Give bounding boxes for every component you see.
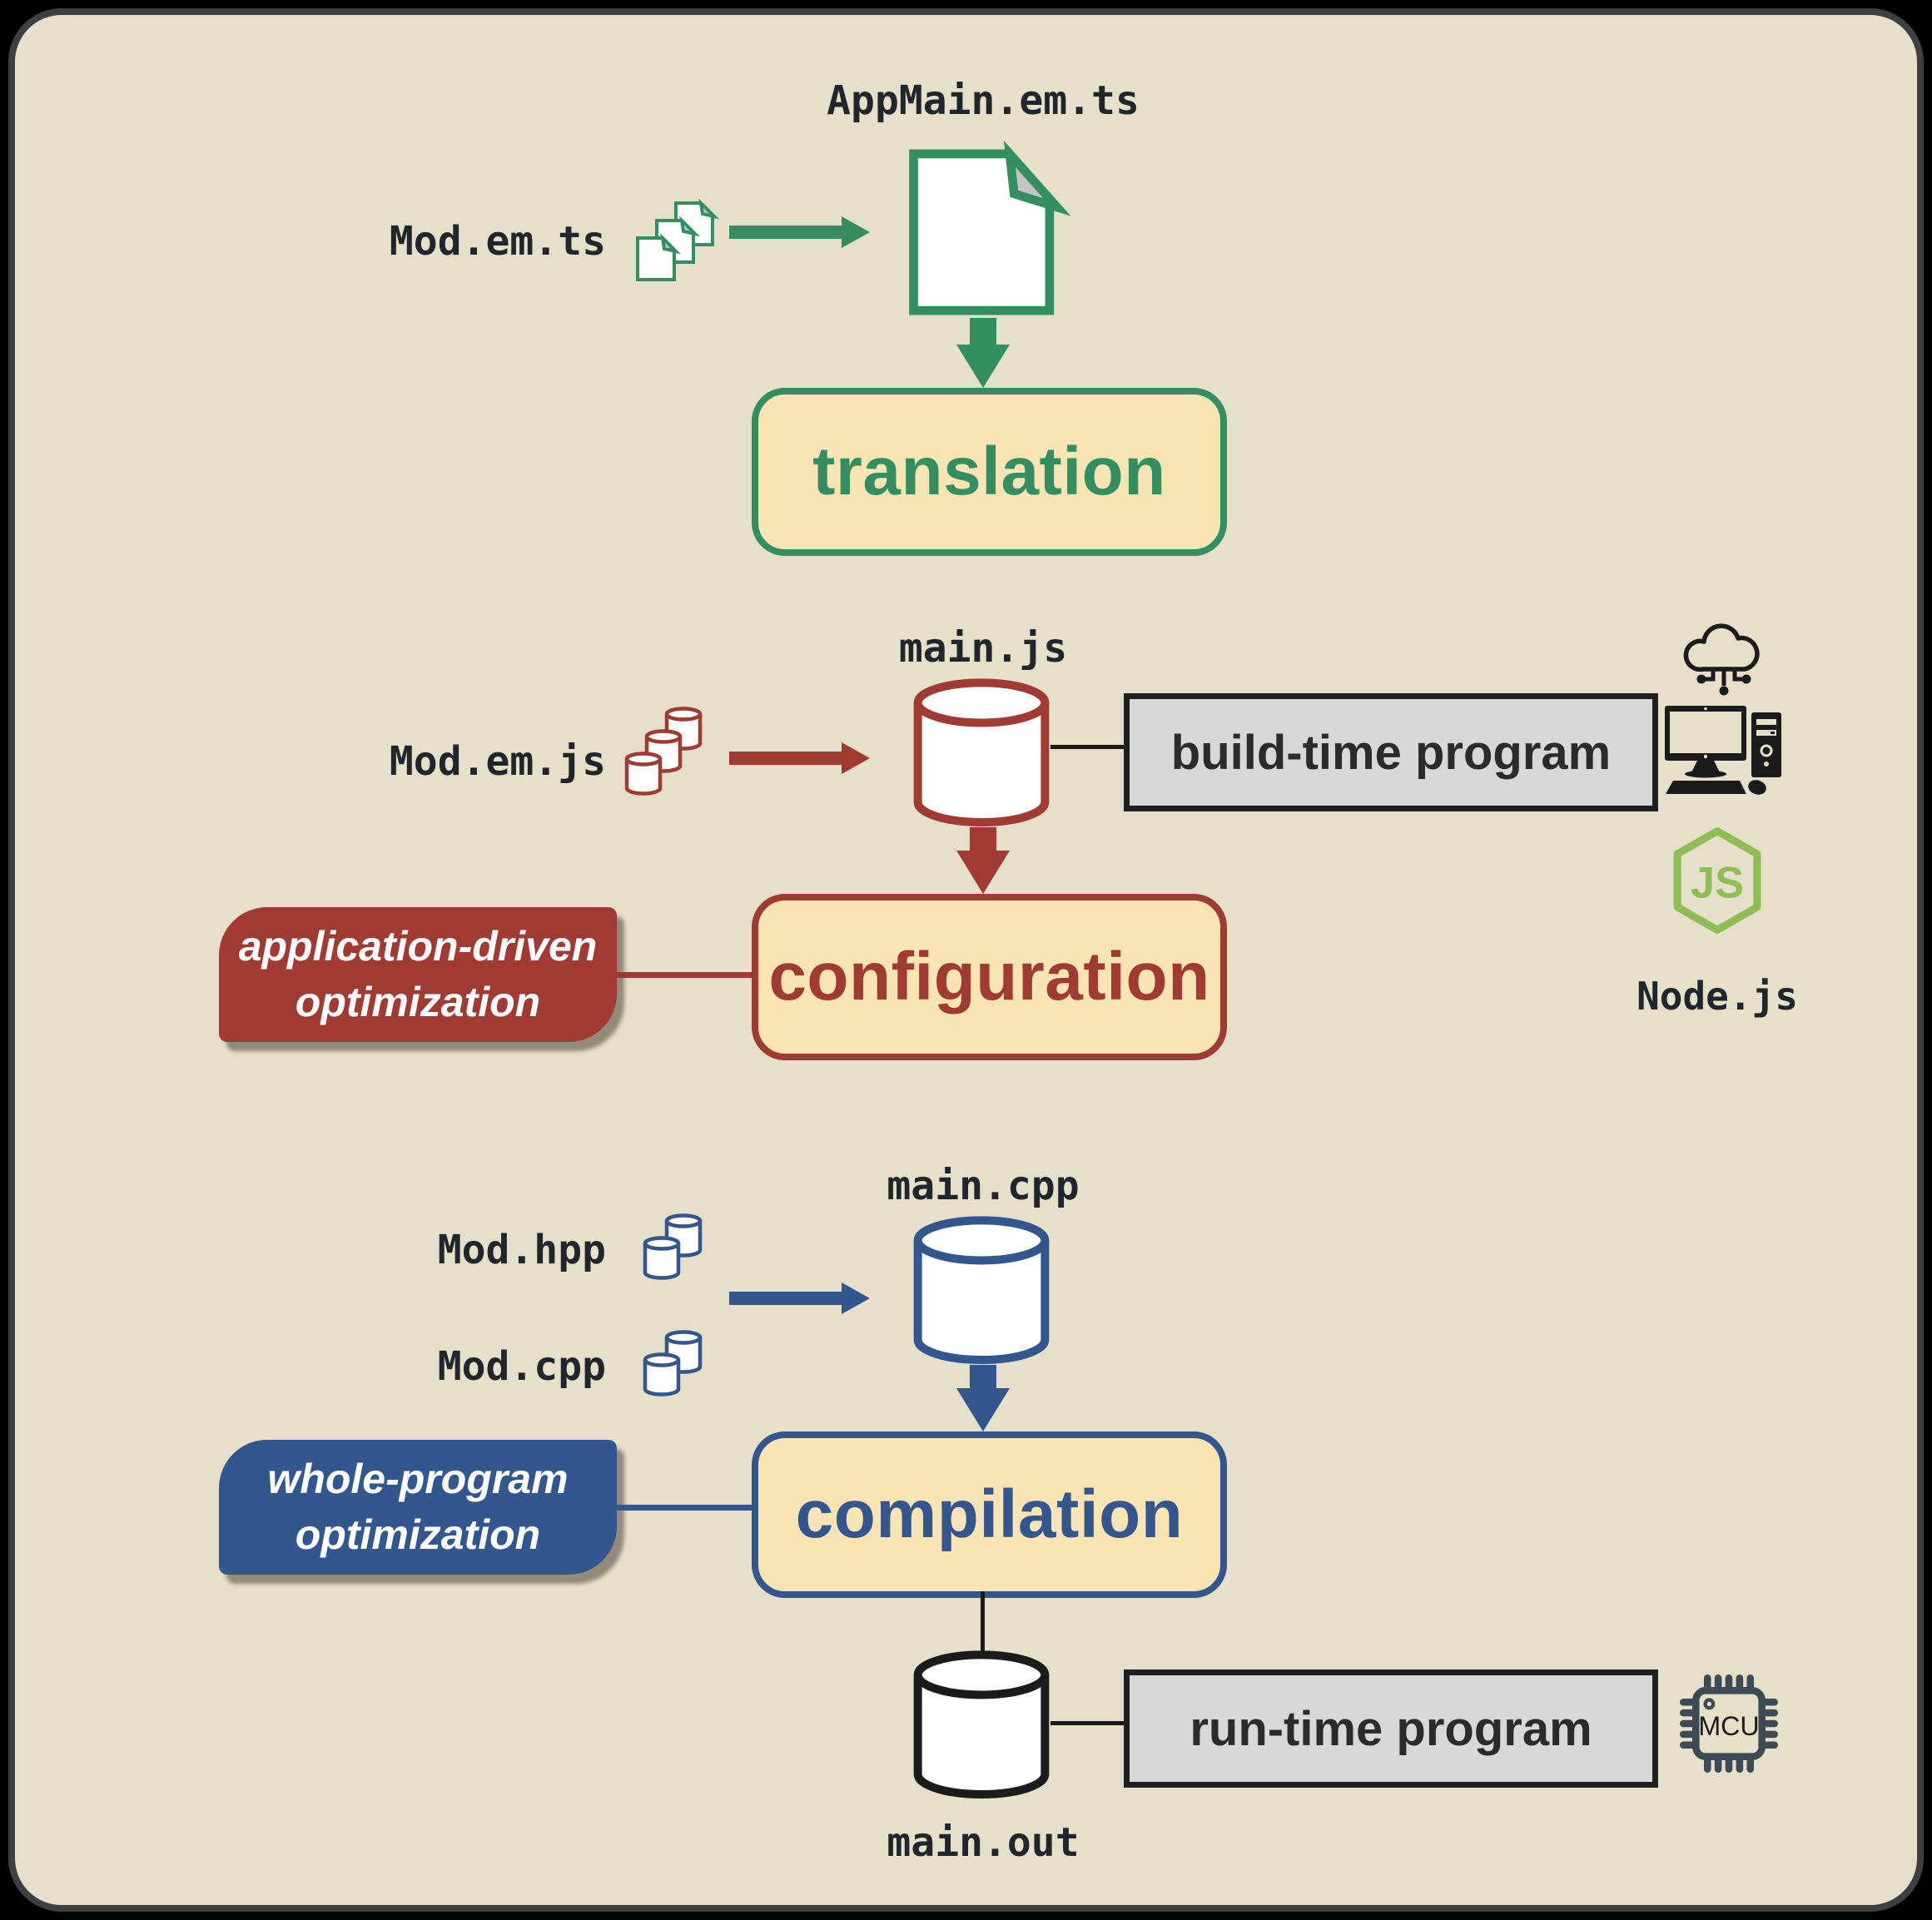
nodejs-logo-text: JS xyxy=(1691,860,1744,908)
cloud-network-icon xyxy=(1678,616,1770,706)
compilation-process-box: compilation xyxy=(752,1431,1227,1598)
callout-line: whole-program xyxy=(267,1456,569,1502)
to-translation-arrow xyxy=(956,318,1010,388)
nodejs-logo-icon: JS xyxy=(1670,827,1765,934)
stacked-databases-icon xyxy=(624,707,703,798)
database-icon xyxy=(912,678,1050,827)
build-time-program-box: build-time program xyxy=(1124,693,1658,811)
callout-line: optimization xyxy=(295,1511,541,1558)
configuration-process-box: configuration xyxy=(752,894,1227,1060)
stacked-pages-icon xyxy=(636,198,720,281)
application-driven-optimization-callout: application-driven optimization xyxy=(219,907,617,1042)
mcu-chip-icon: MCU xyxy=(1680,1674,1778,1773)
module-scripts-label: Mod.em.js xyxy=(389,738,606,785)
database-icon xyxy=(912,1216,1050,1365)
desktop-computer-icon xyxy=(1663,704,1790,799)
compilation-to-output-connector xyxy=(981,1591,985,1651)
stacked-databases-icon xyxy=(643,1330,703,1410)
mcu-chip-label: MCU xyxy=(1698,1711,1759,1741)
diagram-panel: AppMain.em.ts Mod.em.ts xyxy=(8,8,1924,1912)
nodejs-label: Node.js xyxy=(1636,974,1798,1019)
whole-program-optimization-callout: whole-program optimization xyxy=(219,1440,617,1575)
callout-connector xyxy=(612,972,755,978)
sources-flow-arrow xyxy=(729,1282,870,1314)
input-flow-arrow xyxy=(729,216,870,248)
run-time-program-box: run-time program xyxy=(1124,1669,1658,1788)
maincpp-file-label: main.cpp xyxy=(887,1163,1080,1209)
stacked-databases-icon xyxy=(643,1213,703,1293)
to-configuration-arrow xyxy=(956,827,1010,894)
mainout-file-label: main.out xyxy=(887,1819,1080,1866)
build-time-program-label: build-time program xyxy=(1170,725,1612,780)
run-time-program-label: run-time program xyxy=(1189,1701,1592,1756)
callout-line: optimization xyxy=(295,979,541,1025)
mainjs-file-label: main.js xyxy=(898,625,1068,672)
configuration-label: configuration xyxy=(768,939,1210,1015)
database-icon xyxy=(912,1650,1050,1799)
appmain-file-label: AppMain.em.ts xyxy=(827,77,1140,124)
callout-connector xyxy=(612,1505,755,1511)
callout-line: application-driven xyxy=(238,923,598,970)
compilation-label: compilation xyxy=(795,1476,1184,1552)
scripts-flow-arrow xyxy=(729,742,870,774)
translation-process-box: translation xyxy=(752,388,1227,556)
module-sources-label: Mod.em.ts xyxy=(389,218,606,265)
output-to-program-connector xyxy=(1050,1721,1124,1725)
translation-label: translation xyxy=(812,434,1166,509)
module-source-label: Mod.cpp xyxy=(437,1343,606,1390)
to-compilation-arrow xyxy=(956,1365,1010,1431)
cylinder-to-program-connector xyxy=(1050,745,1124,749)
document-icon xyxy=(906,140,1071,318)
module-header-label: Mod.hpp xyxy=(437,1227,606,1273)
